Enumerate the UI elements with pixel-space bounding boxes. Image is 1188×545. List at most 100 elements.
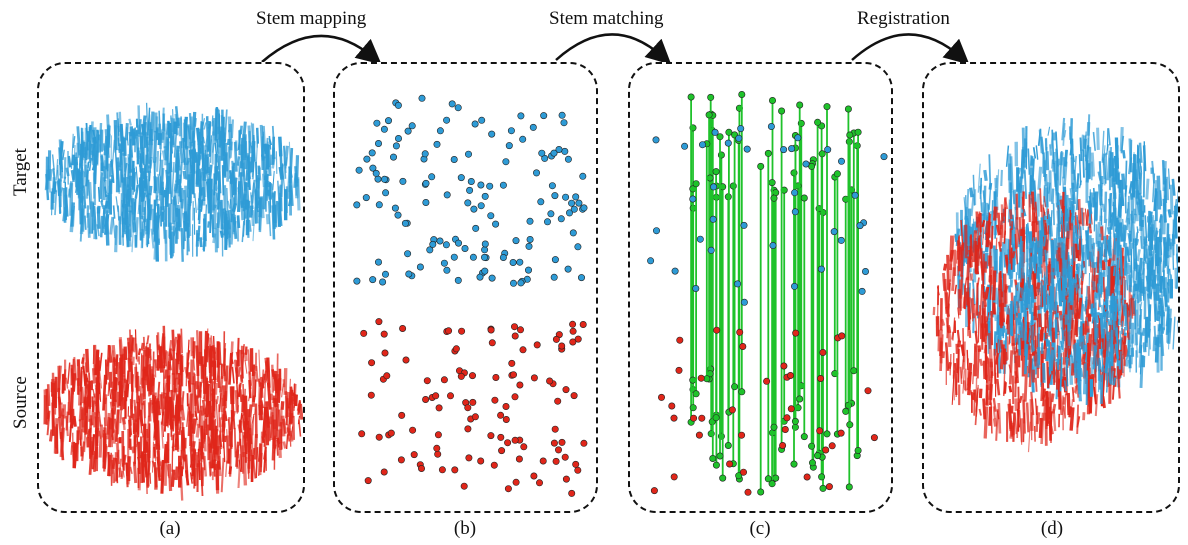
target-stem-point: [802, 160, 810, 168]
source-stem-point: [551, 425, 559, 433]
matched-stem-point: [833, 170, 841, 178]
target-stem-point: [562, 193, 570, 201]
target-stem-point: [856, 222, 864, 230]
target-stem-point: [862, 268, 870, 276]
target-stem-point: [401, 219, 409, 227]
target-stem-point: [455, 239, 463, 247]
source-stem-point: [434, 450, 442, 458]
matched-stem-point: [778, 107, 786, 115]
target-stem-point: [692, 285, 700, 293]
target-stem-point: [824, 146, 832, 154]
source-stem-point: [458, 327, 466, 335]
target-stem-point: [461, 245, 469, 253]
source-stem-point: [780, 362, 788, 370]
target-stem-point: [557, 215, 565, 223]
target-stem-point: [566, 209, 574, 217]
step-label-stem-mapping: Stem mapping: [256, 8, 367, 29]
target-stem-point: [558, 111, 566, 119]
matched-stem-point: [725, 128, 733, 136]
target-stem-point: [368, 149, 376, 157]
registered-target-overlay-strokes: [1005, 189, 1178, 406]
source-stem-point: [502, 415, 510, 423]
source-stem-point: [433, 444, 441, 452]
target-stem-point: [735, 134, 743, 142]
target-stem-point: [858, 287, 866, 295]
target-stem-point: [734, 280, 742, 288]
source-stem-point: [360, 329, 368, 337]
source-stem-point: [670, 473, 678, 481]
source-stem-point: [787, 371, 795, 379]
target-stem-point: [541, 154, 549, 162]
source-stem-point: [819, 348, 827, 356]
target-stem-point: [710, 183, 718, 191]
source-stem-point: [497, 411, 505, 419]
target-stem-point: [578, 274, 586, 282]
target-stem-point: [454, 276, 462, 284]
source-stem-point: [822, 446, 830, 454]
source-stem-point: [380, 330, 388, 338]
target-stem-point: [373, 119, 381, 127]
source-stem-point: [781, 425, 789, 433]
source-stem-point: [803, 473, 811, 481]
target-stem-point: [743, 145, 751, 153]
target-stem-point: [362, 194, 370, 202]
panel-d-registration: [922, 62, 1180, 513]
source-stem-point: [697, 374, 705, 382]
matched-stem-point: [791, 417, 799, 425]
source-stem-point: [726, 460, 734, 468]
source-stem-point: [676, 336, 684, 344]
matched-stem-point: [706, 174, 714, 182]
arrow-c-to-d: [851, 33, 970, 65]
target-stem-point: [580, 204, 588, 212]
matched-stem-point: [846, 131, 854, 139]
target-stem-point: [540, 112, 548, 120]
target-stem-point: [353, 277, 361, 285]
target-stem-point: [569, 229, 577, 237]
target-stem-point: [384, 117, 392, 125]
source-stem-point: [490, 461, 498, 469]
target-stem-point: [707, 246, 715, 254]
target-stem-point: [512, 237, 520, 245]
matched-stem-point: [712, 414, 720, 422]
source-stem-point: [504, 485, 512, 493]
matched-stem-point: [729, 182, 737, 190]
target-stem-point: [381, 270, 389, 278]
source-stem-point: [402, 356, 410, 364]
source-stem-point: [451, 466, 459, 474]
target-cloud-strokes: [44, 102, 301, 262]
target-stem-point: [422, 179, 430, 187]
source-stem-point: [554, 397, 562, 405]
source-stem-point: [516, 381, 524, 389]
target-stem-point: [794, 134, 802, 142]
source-stem-point: [375, 318, 383, 326]
source-stem-point: [410, 451, 418, 459]
matched-stem-point: [716, 452, 724, 460]
source-stem-point: [783, 414, 791, 422]
source-stem-point: [738, 431, 746, 439]
source-stem-point: [740, 468, 748, 476]
source-stem-point: [488, 339, 496, 347]
target-stem-point: [788, 145, 796, 153]
source-stem-point: [763, 377, 771, 385]
matched-stem-point: [823, 430, 831, 438]
target-stem-point: [851, 191, 859, 199]
target-stem-point: [560, 119, 568, 127]
matched-stem-point: [854, 446, 862, 454]
source-stem-point: [438, 466, 446, 474]
source-stem-point: [508, 359, 516, 367]
target-stem-point: [517, 279, 525, 287]
source-stem-point: [432, 392, 440, 400]
source-stem-point: [367, 391, 375, 399]
matched-stem-point: [844, 105, 852, 113]
source-stem-point: [695, 431, 703, 439]
matched-stem-point: [846, 421, 854, 429]
source-stem-point: [546, 377, 554, 385]
target-stem-point: [509, 259, 517, 267]
source-stem-point: [698, 414, 706, 422]
target-stem-point: [724, 139, 732, 147]
caption-d: (d): [1040, 518, 1064, 539]
caption-c: (c): [749, 518, 771, 539]
source-stem-point: [512, 478, 520, 486]
source-stem-point: [465, 454, 473, 462]
source-stem-point: [828, 442, 836, 450]
